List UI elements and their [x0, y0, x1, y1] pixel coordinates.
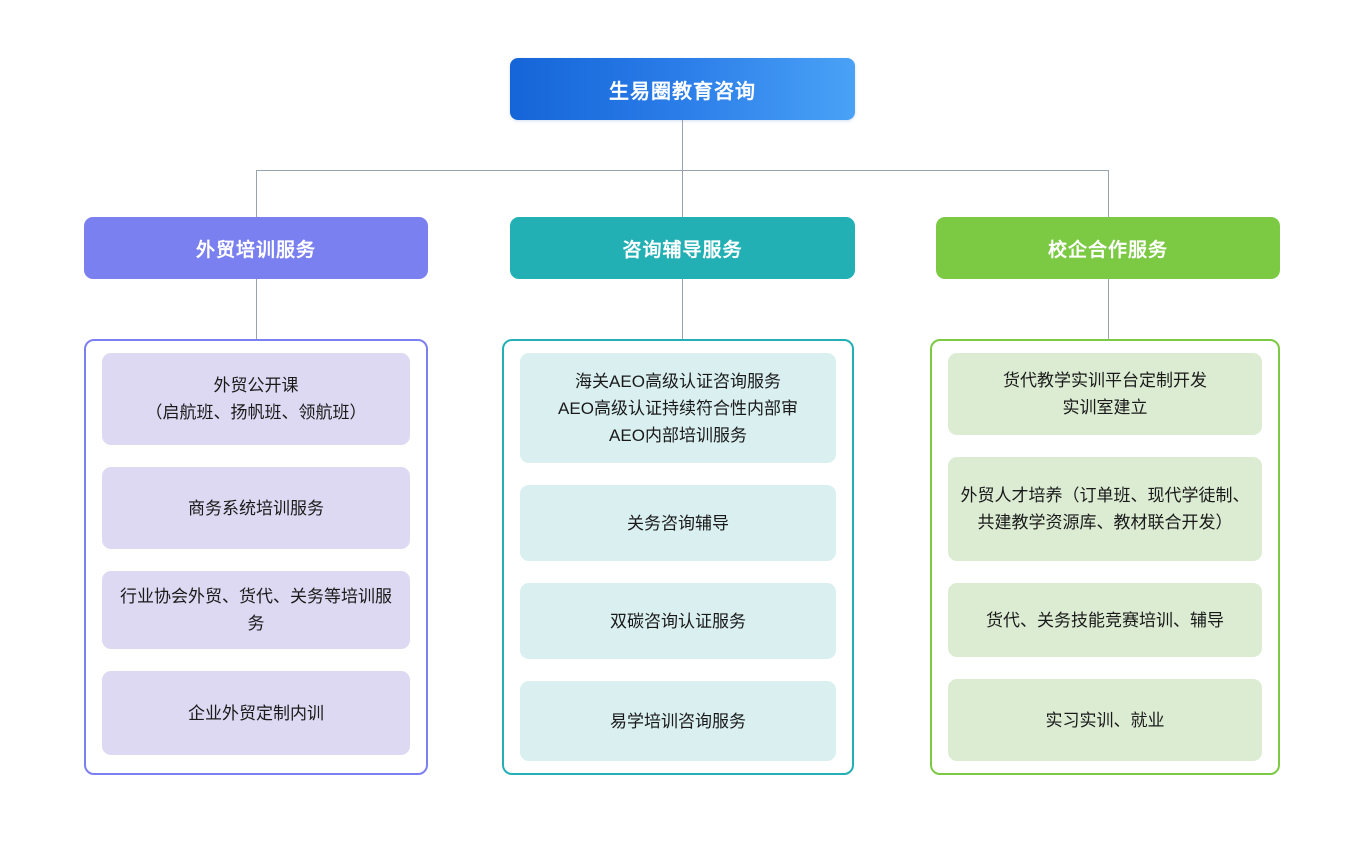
column-header-foreign-trade-training[interactable]: 外贸培训服务: [84, 217, 428, 279]
root-node-label: 生易圈教育咨询: [609, 80, 756, 103]
panel-foreign-trade-training: 外贸公开课 （启航班、扬帆班、领航班） 商务系统培训服务 行业协会外贸、货代、关…: [84, 339, 428, 775]
service-card[interactable]: 行业协会外贸、货代、关务等培训服务: [102, 571, 410, 649]
service-card[interactable]: 易学培训咨询服务: [520, 681, 836, 761]
column-header-school-enterprise[interactable]: 校企合作服务: [936, 217, 1280, 279]
service-card[interactable]: 关务咨询辅导: [520, 485, 836, 561]
root-node-education-consulting[interactable]: 生易圈教育咨询: [510, 58, 855, 120]
connector-col1-header-to-panel: [256, 279, 257, 339]
connector-bus-to-col1: [256, 170, 257, 217]
connector-bus-to-col3: [1108, 170, 1109, 217]
column-header-label: 校企合作服务: [1047, 239, 1168, 261]
service-card[interactable]: 企业外贸定制内训: [102, 671, 410, 755]
connector-col2-header-to-panel: [682, 279, 683, 339]
column-header-consulting-guidance[interactable]: 咨询辅导服务: [510, 217, 855, 279]
service-card[interactable]: 海关AEO高级认证咨询服务 AEO高级认证持续符合性内部审 AEO内部培训服务: [520, 353, 836, 463]
service-card[interactable]: 外贸公开课 （启航班、扬帆班、领航班）: [102, 353, 410, 445]
connector-root-trunk: [682, 120, 683, 170]
panel-school-enterprise: 货代教学实训平台定制开发 实训室建立 外贸人才培养（订单班、现代学徒制、共建教学…: [930, 339, 1280, 775]
service-card[interactable]: 外贸人才培养（订单班、现代学徒制、共建教学资源库、教材联合开发）: [948, 457, 1262, 561]
service-card[interactable]: 双碳咨询认证服务: [520, 583, 836, 659]
panel-consulting-guidance: 海关AEO高级认证咨询服务 AEO高级认证持续符合性内部审 AEO内部培训服务 …: [502, 339, 854, 775]
column-header-label: 咨询辅导服务: [622, 239, 743, 261]
service-card[interactable]: 实习实训、就业: [948, 679, 1262, 761]
service-card[interactable]: 商务系统培训服务: [102, 467, 410, 549]
connector-bus-to-col2: [682, 170, 683, 217]
service-card[interactable]: 货代、关务技能竞赛培训、辅导: [948, 583, 1262, 657]
connector-col3-header-to-panel: [1108, 279, 1109, 339]
service-card[interactable]: 货代教学实训平台定制开发 实训室建立: [948, 353, 1262, 435]
column-header-label: 外贸培训服务: [195, 239, 316, 261]
